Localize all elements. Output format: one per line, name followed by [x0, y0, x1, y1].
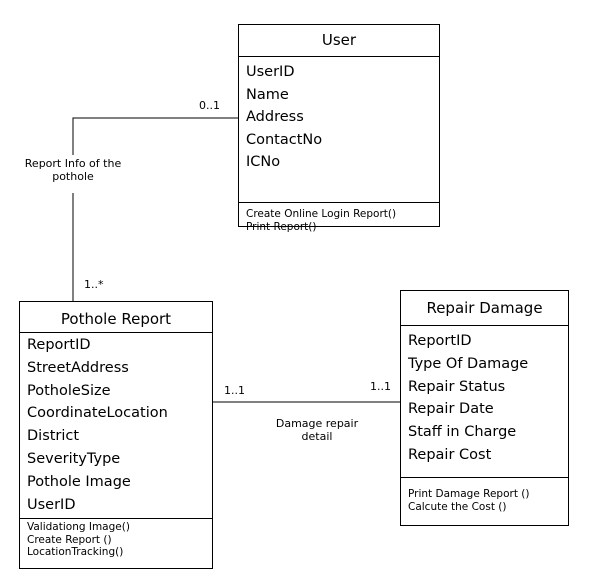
pothole-report-class-name: Pothole Report	[20, 302, 212, 333]
pothole-report-attributes: ReportID StreetAddress PotholeSize Coord…	[20, 333, 212, 519]
repair-attr-repair-status: Repair Status	[408, 378, 506, 395]
user-op-print-report: Print Report()	[246, 220, 317, 233]
pothole-op-validating-image: Validationg Image()	[27, 521, 130, 533]
user-attributes: UserID Name Address ContactNo ICNo	[239, 57, 439, 203]
report-repair-label-line2: detail	[301, 430, 333, 443]
repair-attr-repair-date: Repair Date	[408, 401, 494, 418]
user-report-association-label: Report Info of the pothole	[13, 157, 133, 183]
pothole-attr-potholesize: PotholeSize	[27, 382, 111, 399]
pothole-attr-streetaddress: StreetAddress	[27, 359, 129, 376]
user-class: User UserID Name Address ContactNo ICNo …	[238, 24, 440, 233]
user-report-association-line	[72, 117, 238, 155]
repair-damage-class-name: Repair Damage	[401, 291, 568, 326]
user-report-label-line1: Report Info of the	[24, 157, 122, 170]
user-attr-userid: UserID	[246, 64, 295, 80]
user-attr-name: Name	[246, 86, 289, 103]
pothole-attr-reportid: ReportID	[27, 337, 91, 353]
pothole-report-multiplicity-to-repair: 1..1	[224, 384, 245, 397]
user-op-create-online-login-report: Create Online Login Report()	[246, 208, 397, 220]
user-operations: Create Online Login Report() Print Repor…	[239, 203, 439, 233]
user-attr-address: Address	[246, 109, 304, 125]
pothole-op-create-report: Create Report ()	[27, 533, 112, 546]
repair-damage-operations: Print Damage Report () Calcute the Cost …	[401, 478, 568, 513]
pothole-report-class: Pothole Report ReportID StreetAddress Po…	[19, 301, 213, 569]
pothole-op-location-tracking: LocationTracking()	[27, 546, 124, 558]
pothole-attr-severitytype: SeverityType	[27, 450, 121, 467]
repair-attr-type-of-damage: Type Of Damage	[408, 355, 529, 372]
repair-op-calculate-cost: Calcute the Cost ()	[408, 500, 507, 513]
repair-attr-staff-in-charge: Staff in Charge	[408, 424, 517, 441]
user-attr-icno: ICNo	[246, 154, 281, 170]
repair-attr-repair-cost: Repair Cost	[408, 446, 492, 463]
pothole-attr-userid: UserID	[27, 496, 76, 513]
repair-damage-multiplicity: 1..1	[370, 380, 391, 393]
pothole-report-operations: Validationg Image() Create Report () Loc…	[20, 519, 212, 559]
pothole-report-multiplicity-to-user: 1..*	[84, 278, 104, 291]
repair-damage-class: Repair Damage ReportID Type Of Damage Re…	[400, 290, 569, 526]
pothole-attr-district: District	[27, 428, 80, 445]
pothole-attr-pothole-image: Pothole Image	[27, 473, 131, 490]
report-repair-association-label: Damage repair detail	[262, 417, 372, 443]
repair-attr-reportid: ReportID	[408, 333, 472, 349]
repair-damage-attributes: ReportID Type Of Damage Repair Status Re…	[401, 326, 568, 478]
user-report-label-line2: pothole	[52, 170, 94, 183]
pothole-attr-coordinatelocation: CoordinateLocation	[27, 405, 168, 422]
user-multiplicity: 0..1	[199, 99, 220, 112]
repair-op-print-damage-report: Print Damage Report ()	[408, 488, 530, 500]
report-repair-label-line1: Damage repair	[275, 417, 359, 430]
user-class-name: User	[239, 25, 439, 57]
user-attr-contactno: ContactNo	[246, 131, 323, 148]
